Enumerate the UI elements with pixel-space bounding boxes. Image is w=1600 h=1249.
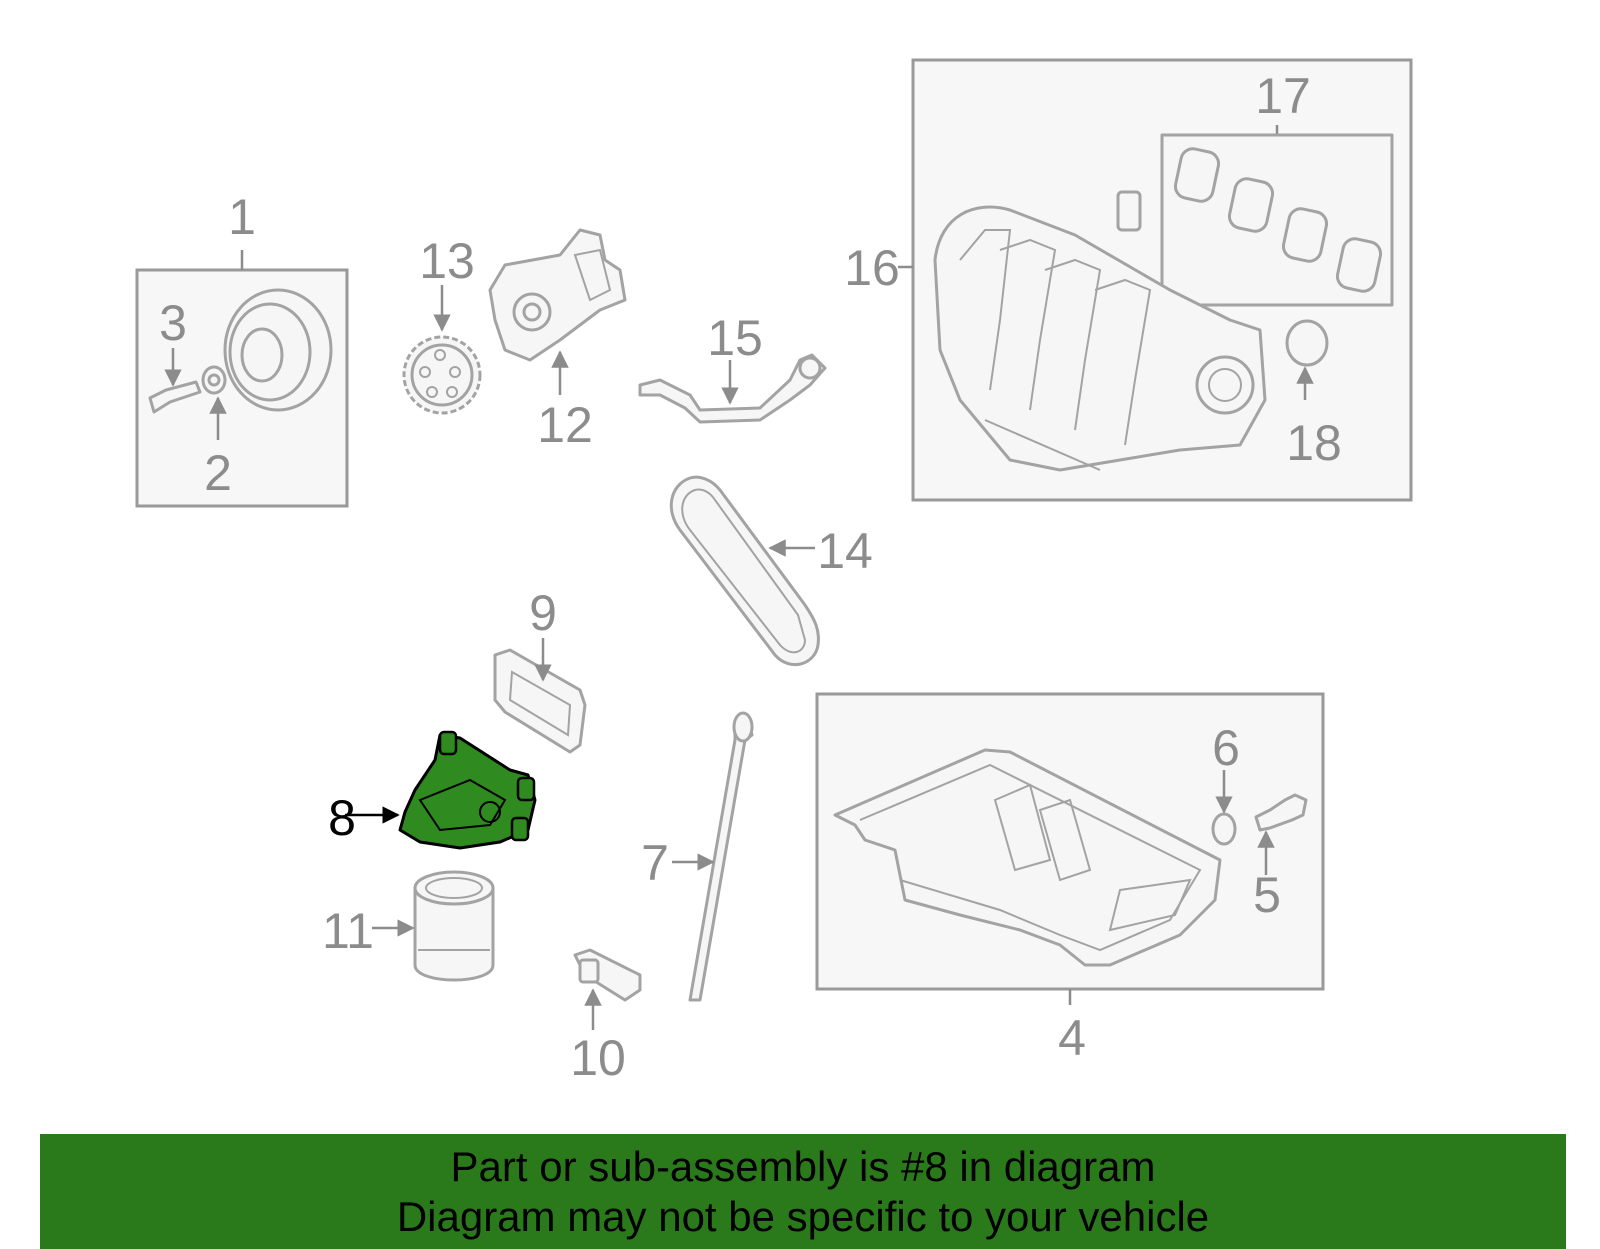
callout-16: 16 — [844, 240, 900, 296]
dipstick-part — [672, 711, 754, 1002]
oil-filter-part — [372, 870, 495, 982]
gasket-part — [493, 638, 587, 754]
intake-manifold-box — [898, 58, 1413, 502]
timing-belt-part — [669, 475, 820, 666]
oil-filter-housing-part-highlighted — [345, 730, 537, 850]
sensor-part — [573, 948, 642, 1030]
parts-diagram: 1 2 3 4 5 6 7 8 9 10 11 12 13 14 15 16 1… — [135, 58, 1413, 1086]
callout-6: 6 — [1212, 720, 1240, 776]
pump-part — [488, 228, 627, 395]
callout-3: 3 — [159, 295, 187, 351]
callout-7: 7 — [641, 835, 669, 891]
sprocket-part — [402, 285, 482, 415]
callout-4: 4 — [1058, 1010, 1086, 1066]
callout-13: 13 — [419, 233, 475, 289]
pulley-assembly-box — [135, 250, 349, 508]
callout-11: 11 — [322, 903, 374, 959]
oil-pan-box — [815, 692, 1325, 1005]
callout-5: 5 — [1253, 867, 1281, 923]
info-banner: Part or sub-assembly is #8 in diagram Di… — [40, 1134, 1566, 1249]
callout-8: 8 — [328, 790, 356, 846]
callout-1: 1 — [228, 189, 256, 245]
banner-line-1: Part or sub-assembly is #8 in diagram — [450, 1143, 1156, 1190]
callout-9: 9 — [529, 585, 557, 641]
banner-line-2: Diagram may not be specific to your vehi… — [396, 1193, 1210, 1240]
callout-18: 18 — [1286, 415, 1342, 471]
callout-2: 2 — [204, 445, 232, 501]
callout-12: 12 — [537, 397, 593, 453]
callout-17: 17 — [1255, 68, 1311, 124]
callout-15: 15 — [707, 310, 763, 366]
callout-14: 14 — [817, 523, 873, 579]
callout-10: 10 — [570, 1030, 626, 1086]
oil-tube-part — [638, 353, 827, 424]
